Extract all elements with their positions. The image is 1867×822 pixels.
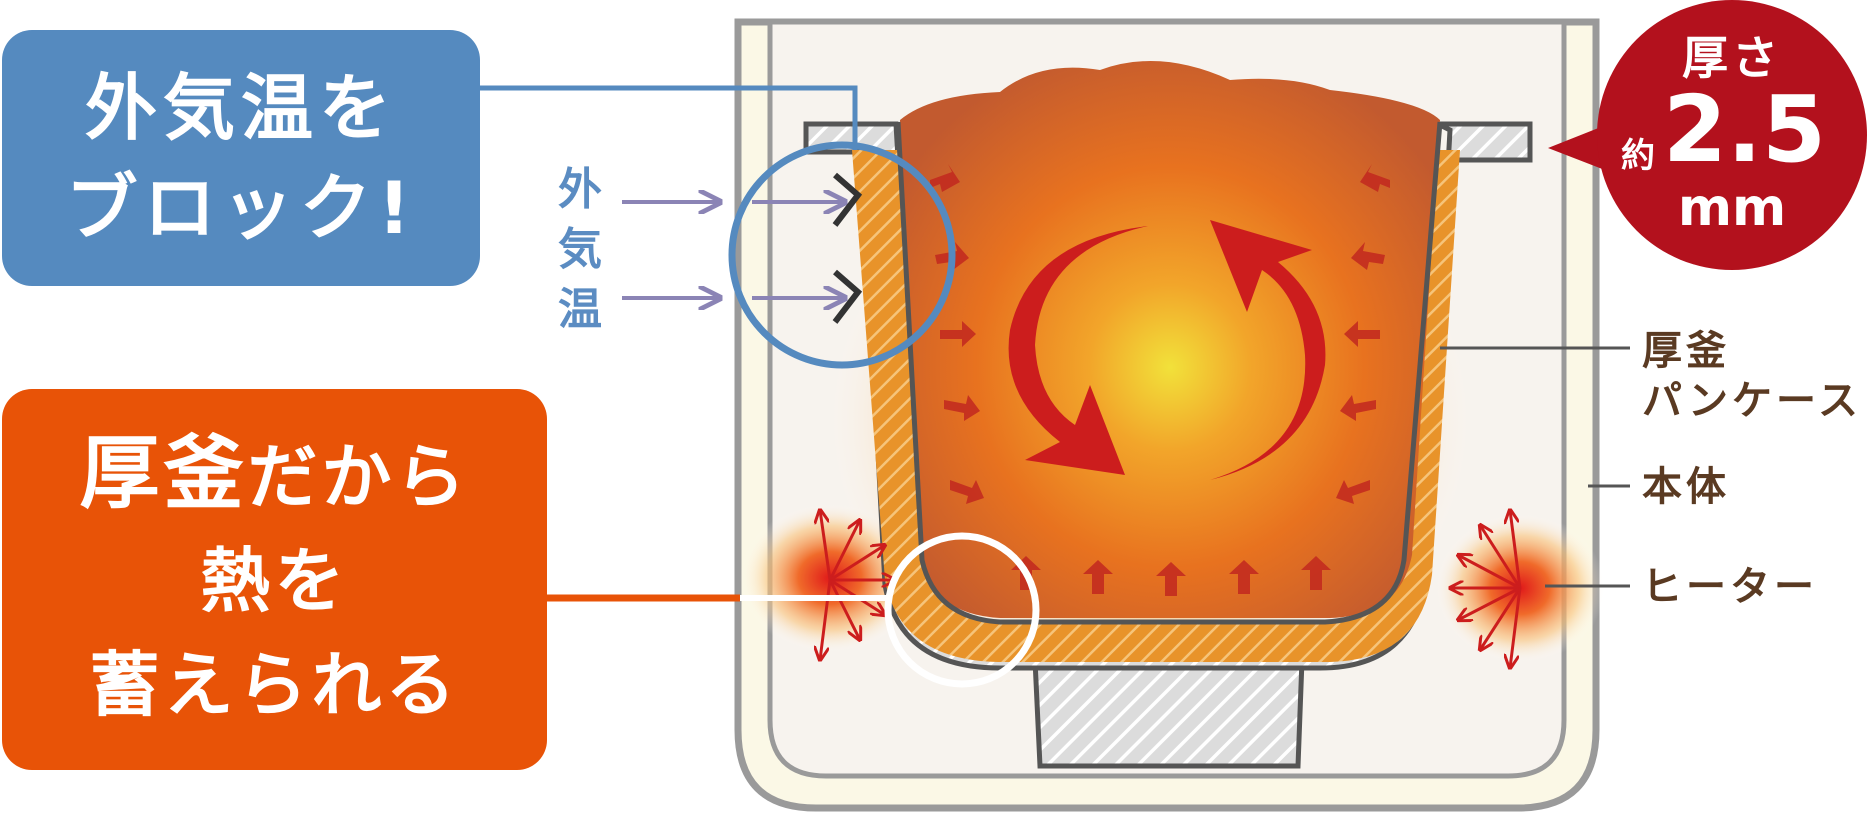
block-outside-air-callout: 外気温を ブロック! bbox=[2, 30, 480, 286]
outside-air-char: 気 bbox=[558, 224, 602, 275]
block-highlight-circle bbox=[728, 141, 956, 369]
outside-air-char: 外 bbox=[558, 164, 602, 215]
thickness-title: 厚さ bbox=[1682, 31, 1782, 85]
heat-storage-callout: 厚釜だから 熱を 蓄えられる bbox=[2, 389, 547, 770]
outside-air-arrows bbox=[622, 202, 845, 298]
pan-case-label-line2: パンケース bbox=[1642, 378, 1862, 424]
pan-case-label-line1: 厚釜 bbox=[1642, 328, 1730, 374]
heat-highlight-circle bbox=[884, 532, 1040, 688]
pot-contents bbox=[900, 61, 1440, 618]
body-label: 本体 bbox=[1642, 464, 1730, 510]
outside-air-label: 外 気 温 bbox=[555, 160, 605, 340]
callout-heat-line1-rest: だから bbox=[247, 436, 470, 518]
part-leader-lines bbox=[1440, 346, 1630, 588]
badge-pointer bbox=[1548, 125, 1610, 172]
thickness-prefix: 約 bbox=[1621, 136, 1655, 176]
thickness-unit: mm bbox=[1677, 178, 1787, 238]
thick-pot-wall bbox=[852, 150, 1460, 662]
heater-label: ヒーター bbox=[1642, 564, 1818, 610]
callout-block-line2: ブロック! bbox=[65, 166, 417, 250]
block-leader-line bbox=[480, 85, 858, 150]
pan-case-label: 厚釜 パンケース bbox=[1642, 326, 1862, 426]
thickness-value: 2.5 bbox=[1663, 76, 1826, 183]
blocking-chevrons bbox=[832, 172, 863, 324]
callout-heat-line1: 厚釜だから bbox=[2, 422, 547, 529]
outside-air-char: 温 bbox=[558, 284, 602, 335]
callout-heat-line2: 熱を bbox=[200, 540, 349, 622]
pan-foot bbox=[1032, 657, 1305, 769]
callout-block-line1: 外気温を bbox=[84, 66, 397, 150]
circulation-arrows bbox=[1008, 220, 1326, 480]
thickness-badge: 厚さ 約 2.5 mm bbox=[1597, 0, 1867, 270]
convection-arrows bbox=[930, 164, 1390, 596]
callout-heat-line1-big: 厚釜 bbox=[79, 427, 248, 520]
callout-heat-line3: 蓄えられる bbox=[89, 644, 460, 726]
